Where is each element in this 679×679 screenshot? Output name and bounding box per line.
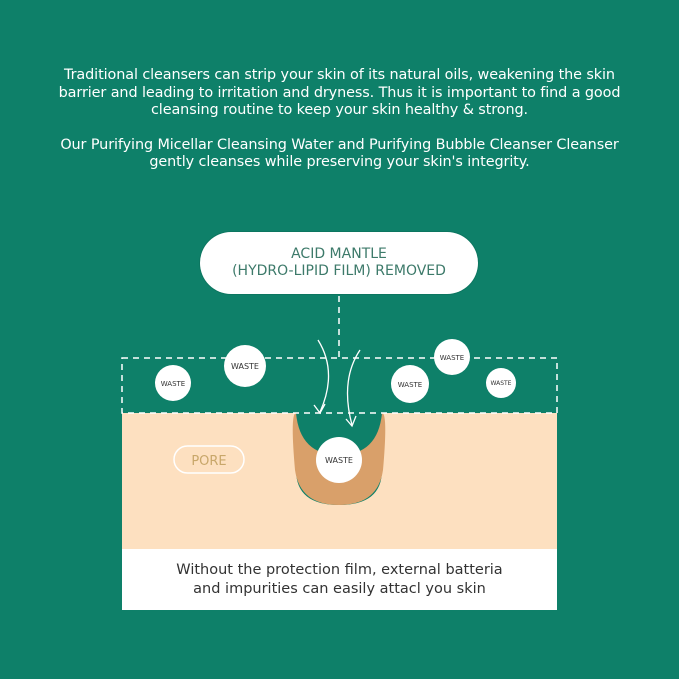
callout-line-1: ACID MANTLE [291,246,387,262]
svg-text:WASTE: WASTE [491,380,512,387]
pore-label: PORE [173,445,245,474]
waste-bubble: WASTE [434,339,470,375]
waste-bubble: WASTE [155,365,191,401]
caption-line-1: Without the protection film, external ba… [176,562,503,578]
waste-bubble: WASTE [486,368,516,398]
skin-layer [122,413,557,549]
removed-film-outline [121,357,558,414]
callout-line-2: (HYDRO-LIPID FILM) REMOVED [232,263,446,279]
acid-mantle-callout: ACID MANTLE (HYDRO-LIPID FILM) REMOVED [200,232,478,294]
svg-text:WASTE: WASTE [440,354,464,362]
waste-bubble-in-pore: WASTE [316,437,362,483]
down-arrows-icon [313,339,361,428]
svg-text:WASTE: WASTE [398,381,422,389]
svg-text:WASTE: WASTE [161,380,185,388]
waste-bubble: WASTE [224,345,266,387]
intro-paragraph-2: Our Purifying Micellar Cleansing Water a… [60,136,619,171]
svg-text:PORE: PORE [191,454,226,469]
caption-box: Without the protection film, external ba… [122,549,557,610]
intro-paragraph-1: Traditional cleansers can strip your ski… [58,67,621,118]
svg-text:WASTE: WASTE [325,456,353,465]
intro-text: Traditional cleansers can strip your ski… [40,67,639,172]
caption-line-2: and impurities can easily attacl you ski… [193,580,486,597]
svg-text:WASTE: WASTE [231,362,259,371]
waste-bubble: WASTE [391,365,429,403]
